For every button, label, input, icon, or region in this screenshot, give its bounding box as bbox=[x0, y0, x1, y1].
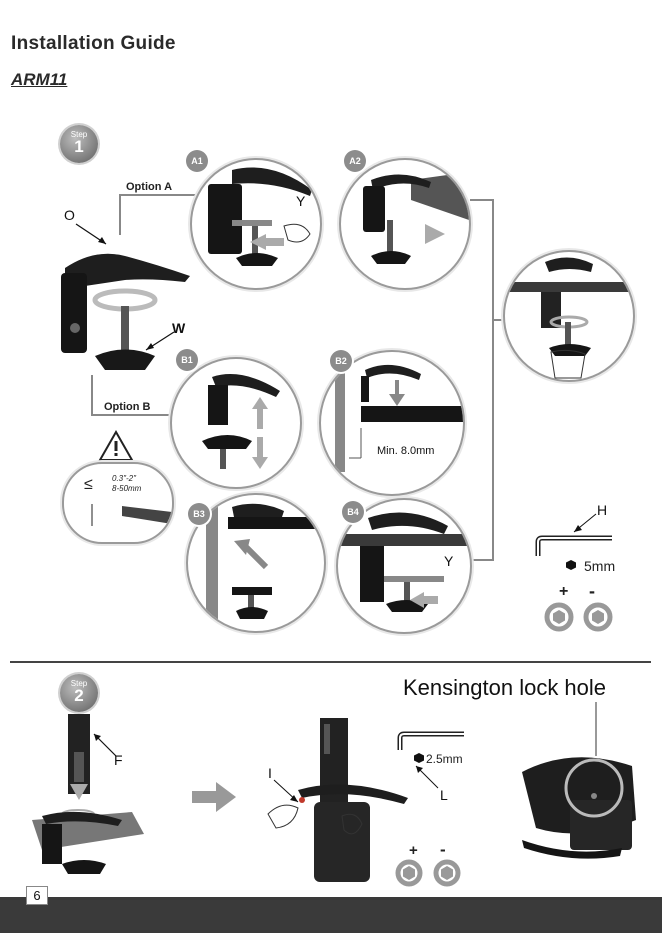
warning-icon bbox=[98, 430, 134, 462]
circle-a2 bbox=[339, 158, 471, 290]
arrow-o bbox=[72, 220, 112, 250]
range-inch: 0.3"-2" bbox=[112, 474, 136, 483]
rotate-clockwise-tighten-icon bbox=[541, 597, 577, 633]
tighten-illustration bbox=[505, 252, 633, 380]
rotate-counterclockwise-loosen-icon-2 bbox=[430, 855, 464, 889]
thickness-detail: ≤ 0.3"-2" 8-50mm bbox=[62, 462, 174, 544]
option-a-label: Option A bbox=[126, 181, 172, 193]
tag-b3: B3 bbox=[188, 503, 210, 525]
rotate-clockwise-tighten-icon-2 bbox=[392, 855, 426, 889]
circle-b1 bbox=[170, 357, 302, 489]
minus-sign-2: - bbox=[440, 840, 446, 860]
plus-sign: + bbox=[559, 583, 568, 601]
kensington-lock-label: Kensington lock hole bbox=[403, 675, 606, 701]
label-y-b4: Y bbox=[444, 553, 453, 569]
range-mm: 8-50mm bbox=[112, 484, 141, 493]
hex-nut-icon bbox=[565, 559, 577, 571]
a2-illustration bbox=[341, 160, 469, 288]
min-thickness-label: Min. 8.0mm bbox=[377, 445, 434, 457]
tag-b4: B4 bbox=[342, 501, 364, 523]
b2-illustration bbox=[321, 352, 463, 494]
rotate-counterclockwise-loosen-icon bbox=[580, 597, 616, 633]
a1-illustration bbox=[192, 160, 320, 288]
page-number: 6 bbox=[26, 886, 48, 905]
section-divider bbox=[10, 661, 651, 663]
tag-a1: A1 bbox=[186, 150, 208, 172]
arrow-i bbox=[272, 778, 302, 808]
tag-b1: B1 bbox=[176, 349, 198, 371]
plus-sign-2: + bbox=[409, 842, 418, 859]
minus-sign: - bbox=[589, 581, 595, 602]
arrow-f bbox=[90, 730, 120, 760]
option-b-label: Option B bbox=[104, 401, 150, 413]
label-y-a1: Y bbox=[296, 193, 305, 209]
circle-a1 bbox=[190, 158, 322, 290]
hex-key-size-5mm: 5mm bbox=[584, 558, 615, 574]
page-footer-bar bbox=[0, 897, 662, 933]
arrow-w bbox=[140, 328, 180, 358]
arrow-l bbox=[412, 762, 442, 792]
next-step-arrow-icon bbox=[192, 782, 236, 812]
kensington-base-illustration bbox=[512, 700, 662, 880]
circle-tighten bbox=[503, 250, 635, 382]
less-equal-symbol: ≤ bbox=[84, 476, 93, 494]
b1-illustration bbox=[172, 359, 300, 487]
tag-a2: A2 bbox=[344, 150, 366, 172]
tag-b2: B2 bbox=[330, 350, 352, 372]
step-2-badge: Step 2 bbox=[60, 674, 98, 712]
